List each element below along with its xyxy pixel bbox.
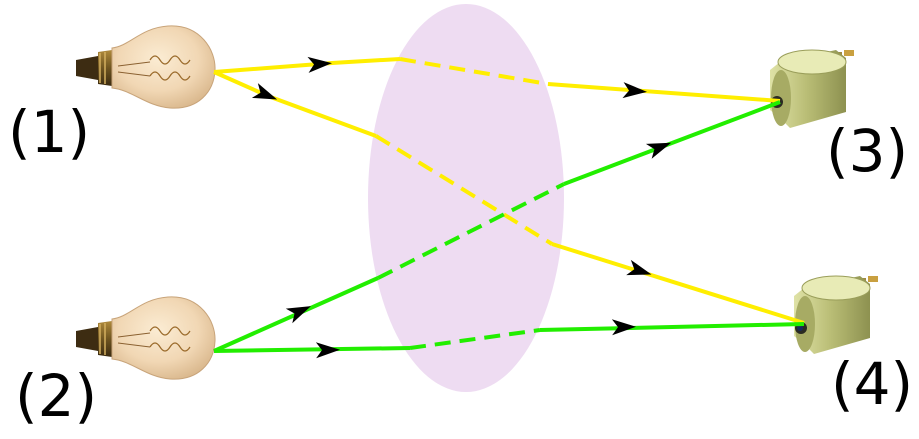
photodetector-icon bbox=[794, 276, 878, 354]
detector-3-label: (3) bbox=[826, 122, 908, 180]
light-bulb-icon bbox=[76, 26, 215, 108]
source-2-label: (2) bbox=[15, 367, 97, 425]
detector-4-label: (4) bbox=[831, 355, 913, 413]
arrow-icon bbox=[286, 299, 314, 323]
arrow-icon bbox=[646, 135, 674, 159]
arrow-icon bbox=[252, 83, 280, 107]
arrow-icon bbox=[626, 260, 654, 282]
source-1-label: (1) bbox=[8, 103, 90, 161]
